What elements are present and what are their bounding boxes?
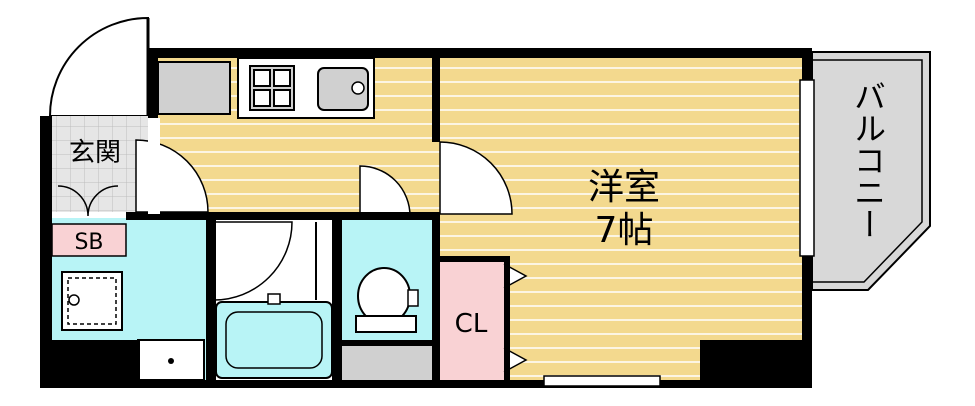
bathtub-inner xyxy=(225,311,323,369)
entrance-floor xyxy=(50,116,148,212)
shoe-box-overlay xyxy=(51,223,127,257)
bath-door-swing xyxy=(213,221,293,301)
sink-icon xyxy=(317,67,369,111)
entrance-door-swing xyxy=(48,16,149,117)
toilet-door-swing xyxy=(359,165,411,217)
entrance-step xyxy=(148,118,160,214)
burner-icon xyxy=(253,69,291,107)
faucet-icon xyxy=(267,293,281,305)
balcony-label: バルコニー xyxy=(849,80,887,240)
toilet-paper-icon xyxy=(407,289,419,307)
washbasin-drain-icon xyxy=(168,358,174,364)
south-window xyxy=(543,375,661,387)
western-room-size-label: 7帖 xyxy=(595,210,654,251)
fridge-space xyxy=(157,61,231,115)
entrance-storage-door xyxy=(57,185,119,217)
drain-icon xyxy=(351,81,365,95)
entrance-label: 玄関 xyxy=(69,138,121,168)
western-room-label: 洋室 xyxy=(588,167,660,208)
balcony-window xyxy=(799,79,815,257)
toilet-shelf xyxy=(340,346,436,382)
shoe-box-label: SB xyxy=(74,230,103,255)
drain-icon xyxy=(68,294,80,306)
closet-floor xyxy=(440,260,504,380)
room-door-swing xyxy=(439,141,513,215)
closet-label: CL xyxy=(455,309,488,339)
washing-machine-inner xyxy=(67,277,117,325)
toilet-tank-icon xyxy=(355,315,417,333)
